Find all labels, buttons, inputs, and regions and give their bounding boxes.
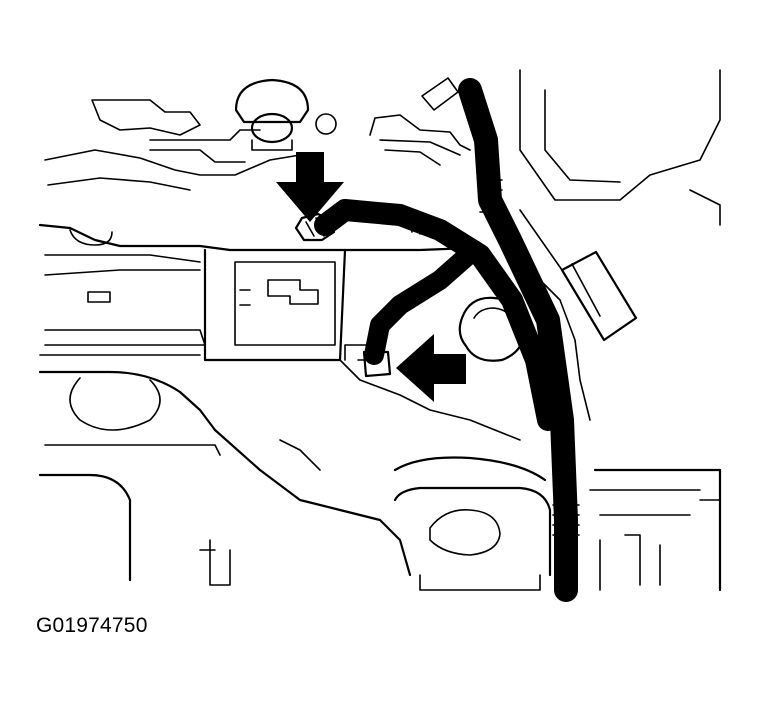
upper-callout-arrow bbox=[276, 152, 344, 222]
figure-id-label: G01974750 bbox=[36, 614, 148, 637]
vacuum-hose-lower bbox=[364, 240, 484, 365]
upper-hose-fitting bbox=[294, 212, 336, 242]
electrical-connector bbox=[519, 209, 638, 342]
lower-callout-arrow bbox=[396, 334, 466, 402]
vacuum-hose-upper bbox=[314, 199, 559, 431]
engine-components bbox=[38, 69, 722, 592]
vacuum-hose-long bbox=[458, 78, 580, 602]
lower-hose-fitting bbox=[357, 350, 392, 378]
oil-filler-cap bbox=[234, 78, 310, 151]
